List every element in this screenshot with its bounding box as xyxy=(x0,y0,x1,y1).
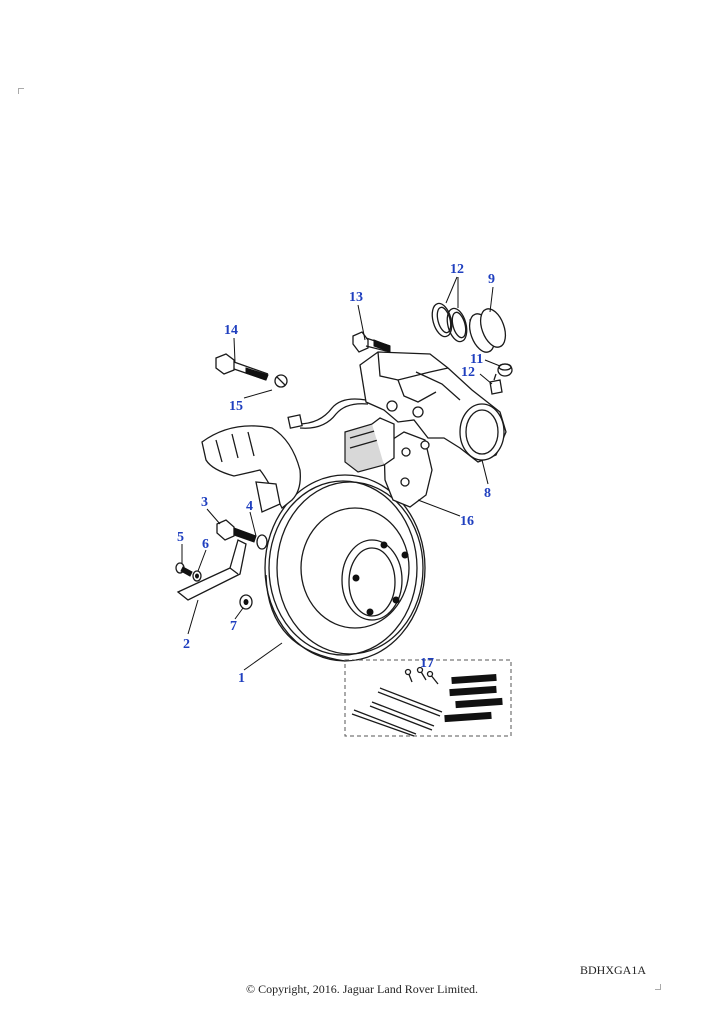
callout-7: 7 xyxy=(230,619,237,634)
bleed-screw-cap[interactable] xyxy=(497,363,513,377)
shield-bolt[interactable] xyxy=(216,519,257,543)
crop-mark-top-left xyxy=(18,88,24,94)
bleed-screw[interactable] xyxy=(489,373,503,395)
screw[interactable] xyxy=(175,562,193,577)
callout-12-seals: 12 xyxy=(450,262,464,277)
copyright-notice: © Copyright, 2016. Jaguar Land Rover Lim… xyxy=(245,982,479,996)
piston-seals[interactable] xyxy=(429,301,470,344)
pad-wear-sensor[interactable] xyxy=(287,398,369,429)
callout-5: 5 xyxy=(177,530,184,545)
dust-shield[interactable] xyxy=(201,425,301,513)
caliper-piston[interactable] xyxy=(465,305,510,355)
callout-13: 13 xyxy=(349,290,363,305)
washer[interactable] xyxy=(192,570,202,582)
callout-2: 2 xyxy=(183,637,190,652)
image-code: BDHXGA1A xyxy=(580,963,646,977)
shield-mounting-plate[interactable] xyxy=(176,539,247,601)
brake-disc[interactable] xyxy=(264,474,426,662)
callout-1: 1 xyxy=(238,671,245,686)
callout-11: 11 xyxy=(470,352,483,367)
callout-16: 16 xyxy=(460,514,474,529)
callout-6: 6 xyxy=(202,537,209,552)
callout-3: 3 xyxy=(201,495,208,510)
callout-9: 9 xyxy=(488,272,495,287)
pad-fitting-kit[interactable] xyxy=(344,659,512,737)
callout-14: 14 xyxy=(224,323,238,338)
caliper-mounting-bracket[interactable] xyxy=(383,431,433,508)
leader-lines xyxy=(181,276,501,671)
mounting-bolt[interactable] xyxy=(215,353,269,381)
nut[interactable] xyxy=(239,594,253,610)
caliper-bolt-upper[interactable] xyxy=(352,331,391,353)
callout-15: 15 xyxy=(229,399,243,414)
callout-8: 8 xyxy=(484,486,491,501)
callout-17: 17 xyxy=(420,656,434,671)
brake-pads[interactable] xyxy=(344,417,395,473)
callout-labels: 1 2 3 4 5 6 7 8 9 11 12 12 13 14 15 16 1… xyxy=(177,262,495,686)
spacer[interactable] xyxy=(256,534,268,550)
callout-4: 4 xyxy=(246,499,253,514)
crop-mark-bottom-right xyxy=(655,984,661,990)
callout-12-bleed: 12 xyxy=(461,365,475,380)
lock-washer[interactable] xyxy=(274,374,288,388)
